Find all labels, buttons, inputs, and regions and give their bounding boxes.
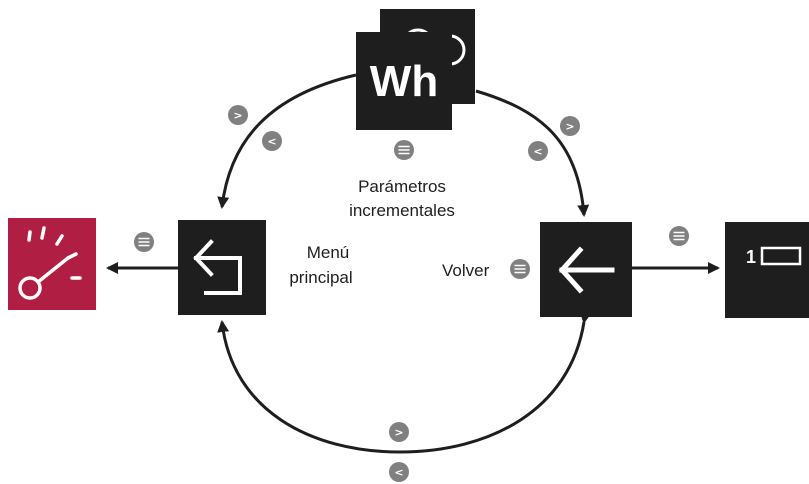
prev-button-upper-right[interactable]: < — [528, 141, 548, 161]
svg-text:>: > — [565, 120, 574, 133]
menu-tile[interactable] — [178, 220, 266, 315]
menu-lines-icon — [138, 237, 150, 247]
next-screen-tile-text: 1 — [746, 247, 756, 267]
svg-text:>: > — [233, 109, 242, 122]
menu-button-volver[interactable] — [510, 259, 530, 279]
svg-text:<: < — [267, 135, 276, 148]
menu-label-line2: principal — [289, 268, 352, 287]
prev-button-upper-left[interactable]: < — [262, 131, 282, 151]
menu-button-incremental[interactable] — [394, 140, 414, 160]
arc-incremental-to-volver — [475, 89, 590, 217]
arc-menu-to-incremental — [217, 73, 357, 209]
next-screen-tile[interactable]: 1 — [725, 222, 809, 318]
svg-text:<: < — [533, 145, 542, 158]
menu-button-home[interactable] — [134, 232, 154, 252]
return-arrow-icon — [193, 239, 242, 295]
incremental-tile-text: Wh — [370, 57, 438, 106]
next-button-bottom[interactable]: > — [389, 422, 409, 442]
menu-lines-icon — [398, 145, 410, 155]
next-button-upper-left[interactable]: > — [228, 105, 248, 125]
incremental-label-line2: incrementales — [349, 201, 455, 220]
prev-button-bottom[interactable]: < — [389, 462, 409, 482]
arc-bottom-volver-menu — [217, 311, 592, 454]
home-tile[interactable] — [8, 218, 96, 310]
menu-button-next-screen[interactable] — [669, 226, 689, 246]
svg-text:<: < — [394, 466, 403, 479]
incremental-tile[interactable]: Wh — [356, 32, 452, 130]
volver-label: Volver — [442, 261, 490, 280]
gauge-icon — [18, 226, 82, 300]
menu-lines-icon — [514, 264, 526, 274]
menu-label-line1: Menú — [307, 243, 350, 262]
left-arrow-icon — [558, 246, 615, 294]
display-box-icon — [760, 246, 802, 266]
svg-text:>: > — [394, 426, 403, 439]
volver-tile[interactable] — [540, 222, 632, 317]
menu-lines-icon — [673, 231, 685, 241]
incremental-label-line1: Parámetros — [358, 177, 446, 196]
next-button-upper-right[interactable]: > — [560, 116, 580, 136]
